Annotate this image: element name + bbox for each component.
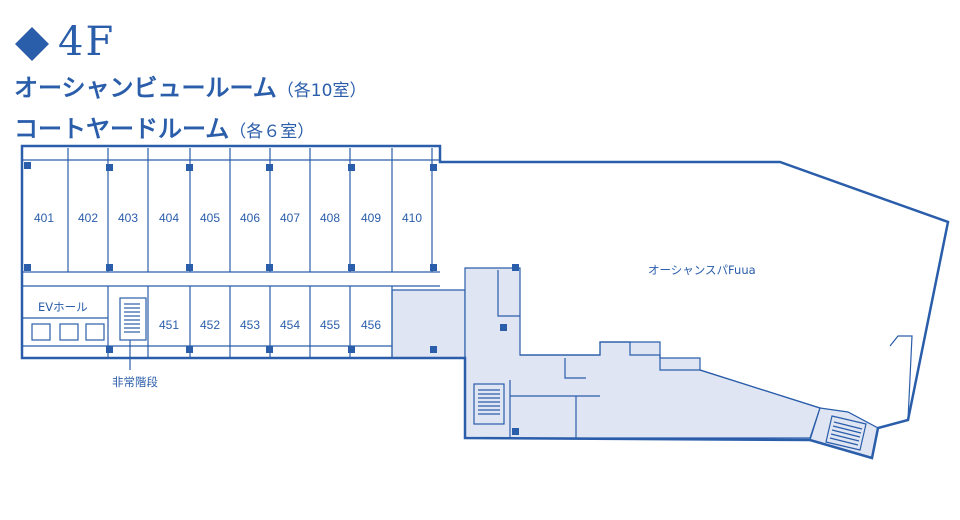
room-label: 454 (280, 318, 300, 332)
ocean-view-label: オーシャンビュールーム (14, 74, 277, 102)
room-label: 452 (200, 318, 220, 332)
south-stairs (473, 383, 505, 425)
west-stairs (119, 297, 147, 370)
room-label: 402 (78, 211, 98, 225)
room-label: 455 (320, 318, 340, 332)
courtyard-label: コートヤードルーム (14, 115, 230, 143)
spa-boundary (520, 341, 821, 409)
room-label: 405 (200, 211, 220, 225)
ocean-view-line: オーシャンビュールーム（各10室） (14, 68, 366, 103)
floor-header: 4F オーシャンビュールーム（各10室） コートヤードルーム（各６室） (14, 22, 366, 144)
east-stairs (825, 415, 867, 451)
room-label: 453 (240, 318, 260, 332)
bottom-room-labels: 451 452 453 454 455 456 (159, 318, 381, 332)
room-label: 408 (320, 211, 340, 225)
columns (24, 162, 519, 435)
room-label: 403 (118, 211, 138, 225)
room-label: 406 (240, 211, 260, 225)
room-label: 407 (280, 211, 300, 225)
room-label: 451 (159, 318, 179, 332)
outer-wall (20, 144, 950, 460)
elevators (22, 317, 108, 341)
stairs-label: 非常階段 (112, 375, 158, 389)
top-room-walls (67, 148, 433, 272)
room-label: 456 (361, 318, 381, 332)
room-label: 410 (402, 211, 422, 225)
floor-title: 4F (14, 22, 366, 62)
room-label: 409 (361, 211, 381, 225)
room-label: 401 (34, 211, 54, 225)
spa-label: オーシャンスパFuua (648, 263, 756, 277)
ocean-view-count: （各10室） (276, 81, 367, 101)
ev-hall-label: EVホール (38, 300, 88, 314)
courtyard-count: （各６室） (229, 122, 315, 142)
room-label: 404 (159, 211, 179, 225)
top-room-labels: 401 402 403 404 405 406 407 408 409 410 (34, 211, 422, 225)
courtyard-line: コートヤードルーム（各６室） (14, 109, 366, 144)
floor-label: 4F (58, 19, 116, 65)
